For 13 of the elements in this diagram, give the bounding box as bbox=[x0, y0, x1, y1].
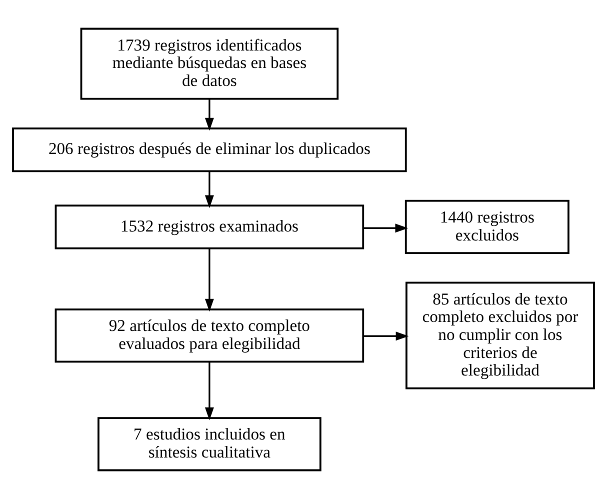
node-box: 92 artículos de texto completo evaluados para elegibilidad bbox=[54, 308, 364, 363]
node-box: 7 estudios incluidos en síntesis cualitativa bbox=[98, 417, 322, 472]
node-box: 85 artículos de texto completo excluidos por no cumplir con los criterios de elegibilidad bbox=[406, 282, 595, 390]
node-box: 206 registros después de eliminar los duplicados bbox=[12, 128, 407, 172]
node-box: 1532 registros examinados bbox=[54, 204, 364, 250]
arrow bbox=[363, 332, 409, 341]
node-box: 1739 registros identificados mediante búsquedas en bases de datos bbox=[80, 28, 339, 100]
arrow bbox=[363, 224, 408, 233]
node-box: 1440 registros excluidos bbox=[404, 200, 570, 254]
arrow bbox=[204, 99, 214, 131]
arrow bbox=[204, 362, 214, 420]
arrow bbox=[204, 171, 214, 208]
arrow bbox=[204, 248, 214, 312]
